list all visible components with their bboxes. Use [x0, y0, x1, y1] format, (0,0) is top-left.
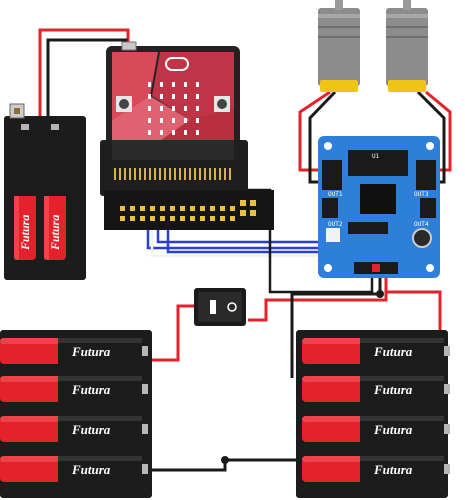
- usb-port: [121, 41, 137, 51]
- battery-holder-4xAA-left: Futura Futura Futura Futura: [0, 330, 152, 498]
- battery-brand-label: Futura: [48, 215, 62, 251]
- button-b[interactable]: [214, 96, 230, 112]
- wire-black-motor-left: [308, 90, 337, 184]
- battery-brand-label: Futura: [373, 344, 413, 359]
- chip-label: U1: [372, 153, 380, 160]
- logo-icon: [165, 57, 189, 71]
- wire-red-small-pack: [38, 28, 130, 118]
- battery-brand-label: Futura: [71, 382, 111, 397]
- junction-dot-1: [221, 456, 229, 464]
- junction-dot-2: [376, 290, 384, 298]
- led-matrix: [148, 82, 199, 135]
- motor-right: [386, 0, 428, 92]
- rocker-switch[interactable]: [194, 288, 246, 326]
- wire-red-power: [248, 278, 388, 322]
- wire-red-switch-out: [150, 304, 196, 362]
- motor-left: [318, 0, 360, 92]
- switch-on-marker: [210, 300, 216, 314]
- out2-label: OUT2: [328, 221, 343, 228]
- out4-label: OUT4: [414, 221, 429, 228]
- battery-brand-label: Futura: [373, 422, 413, 437]
- button-a[interactable]: [116, 96, 132, 112]
- wire-black-motor-right: [416, 90, 446, 184]
- wire-red-right-pack: [386, 290, 442, 340]
- out3-label: OUT3: [414, 191, 429, 198]
- battery-brand-label: Futura: [373, 462, 413, 477]
- battery-brand-label: Futura: [373, 382, 413, 397]
- battery-holder-2xAA: Futura Futura: [4, 103, 86, 280]
- battery-brand-label: Futura: [71, 422, 111, 437]
- battery-brand-label: Futura: [71, 462, 111, 477]
- motor-driver-board: U1 OUT1 OUT2 OUT3 OUT4: [318, 136, 440, 278]
- battery-holder-4xAA-right: Futura Futura Futura Futura: [296, 330, 450, 498]
- microbit-board: [106, 41, 240, 154]
- edge-connector-breakout: [100, 140, 274, 230]
- battery-brand-label: Futura: [71, 344, 111, 359]
- out1-label: OUT1: [328, 191, 343, 198]
- switch-off-marker: [227, 302, 237, 312]
- battery-brand-label: Futura: [18, 215, 32, 251]
- wire-black-series: [150, 458, 296, 472]
- wire-black-ground: [290, 278, 382, 378]
